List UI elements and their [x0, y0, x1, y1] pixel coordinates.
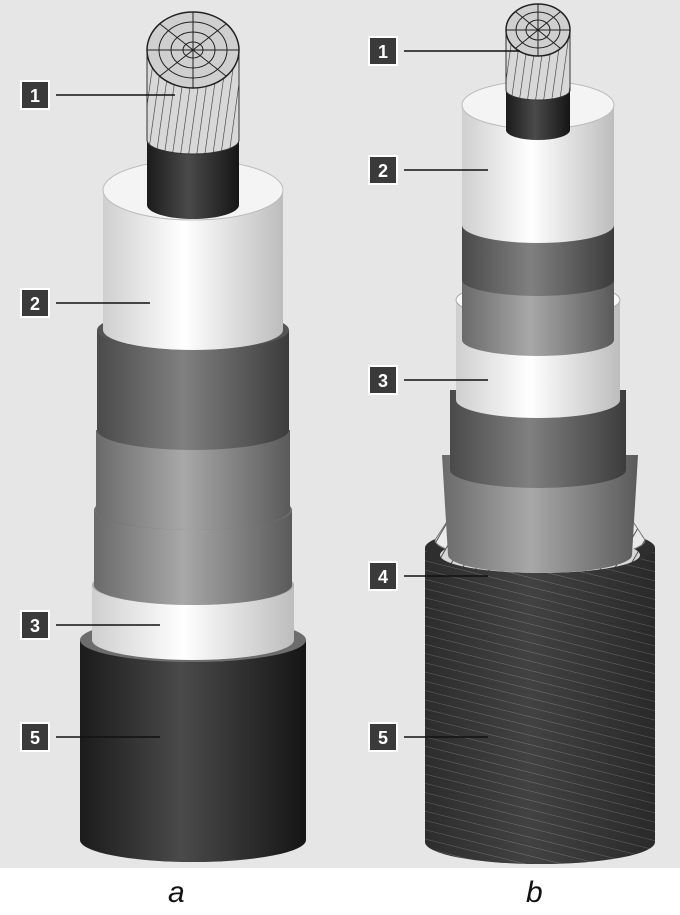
- cable-a-band-dark: [97, 330, 289, 450]
- svg-text:4: 4: [378, 567, 388, 587]
- cable-a-insulation: [103, 190, 283, 350]
- cable-a-band-lower: [94, 510, 292, 605]
- cable-a-label-3: 3: [20, 610, 50, 640]
- cable-a-screen: [92, 585, 294, 660]
- cable-b-conductor-strands: [506, 4, 570, 56]
- cable-a-band-middle: [96, 430, 290, 530]
- cable-a-illustration: [80, 11, 306, 862]
- cable-b-label-3: 3: [368, 365, 398, 395]
- cable-a-outer-jacket: [80, 640, 306, 862]
- svg-text:2: 2: [30, 294, 40, 314]
- caption-a: a: [168, 876, 185, 909]
- cable-b-band-upper: [462, 280, 614, 356]
- cable-b-label-5: 5: [368, 722, 398, 752]
- leader-lines: [56, 50, 520, 738]
- cable-b-labels: 1 2 3 4 5: [368, 36, 398, 752]
- svg-text:5: 5: [30, 728, 40, 748]
- cable-b-insulation: [462, 105, 614, 243]
- cable-a-labels: 1 2 3 5: [20, 80, 50, 752]
- caption-b: b: [526, 876, 543, 909]
- svg-text:3: 3: [30, 616, 40, 636]
- cable-a-label-1: 1: [20, 80, 50, 110]
- cable-b-label-4: 4: [368, 561, 398, 591]
- cable-a-label-5: 5: [20, 722, 50, 752]
- cable-a-conductor-strands: [147, 12, 239, 88]
- cable-diagram: 1 2 3 5 1 2 3 4: [20, 3, 655, 864]
- cable-b-label-2: 2: [368, 155, 398, 185]
- svg-text:1: 1: [378, 42, 388, 62]
- cable-b-illustration: [425, 3, 655, 864]
- cable-b-label-1: 1: [368, 36, 398, 66]
- cable-a-label-2: 2: [20, 288, 50, 318]
- svg-text:3: 3: [378, 371, 388, 391]
- svg-text:1: 1: [30, 86, 40, 106]
- svg-text:2: 2: [378, 161, 388, 181]
- svg-text:5: 5: [378, 728, 388, 748]
